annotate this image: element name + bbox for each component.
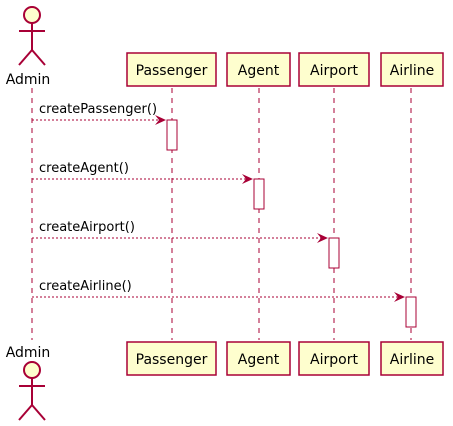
stick-figure-actor-icon bbox=[18, 361, 46, 421]
activation-bar-airport bbox=[328, 237, 340, 269]
participant-agent-top: Agent bbox=[226, 52, 291, 87]
arrow-head-icon bbox=[242, 174, 253, 184]
activation-bars bbox=[166, 119, 417, 328]
arrow-head-icon bbox=[155, 115, 166, 125]
participant-airport-top: Airport bbox=[298, 52, 370, 87]
participant-airline-top: Airline bbox=[380, 52, 444, 87]
participant-label: Agent bbox=[238, 352, 280, 368]
activation-bar-passenger bbox=[166, 119, 178, 151]
message-label: createAgent() bbox=[39, 161, 129, 176]
message-create-airline: createAirline() bbox=[32, 279, 405, 302]
participants-bottom: Passenger Agent Airport Airline bbox=[126, 341, 444, 376]
participant-passenger-bottom: Passenger bbox=[126, 341, 217, 376]
participant-label: Airline bbox=[390, 352, 435, 368]
message-label: createAirport() bbox=[39, 220, 135, 235]
participant-airport-bottom: Airport bbox=[298, 341, 370, 376]
lifelines bbox=[31, 88, 412, 340]
participant-label: Airport bbox=[310, 63, 358, 79]
actor-name-top: Admin bbox=[6, 72, 51, 88]
participant-agent-bottom: Agent bbox=[226, 341, 291, 376]
participant-label: Passenger bbox=[136, 352, 208, 368]
participant-label: Airline bbox=[390, 63, 435, 79]
participant-label: Agent bbox=[238, 63, 280, 79]
actor-name-bottom: Admin bbox=[6, 345, 51, 361]
activation-bar-airline bbox=[405, 296, 417, 328]
participant-label: Airport bbox=[310, 352, 358, 368]
message-create-agent: createAgent() bbox=[32, 161, 253, 184]
participant-airline-bottom: Airline bbox=[380, 341, 444, 376]
participant-passenger-top: Passenger bbox=[126, 52, 217, 87]
arrow-head-icon bbox=[394, 292, 405, 302]
participant-label: Passenger bbox=[136, 63, 208, 79]
activation-bar-agent bbox=[253, 178, 265, 210]
actor-admin-top: Admin bbox=[6, 6, 51, 88]
message-create-passenger: createPassenger() bbox=[32, 102, 166, 125]
messages: createPassenger() createAgent() createAi… bbox=[32, 102, 405, 302]
stick-figure-actor-icon bbox=[18, 6, 46, 66]
actor-admin-bottom: Admin bbox=[6, 345, 51, 421]
arrow-head-icon bbox=[317, 233, 328, 243]
participants-top: Passenger Agent Airport Airline bbox=[126, 52, 444, 87]
message-label: createPassenger() bbox=[39, 102, 157, 117]
message-create-airport: createAirport() bbox=[32, 220, 328, 243]
message-label: createAirline() bbox=[39, 279, 132, 294]
